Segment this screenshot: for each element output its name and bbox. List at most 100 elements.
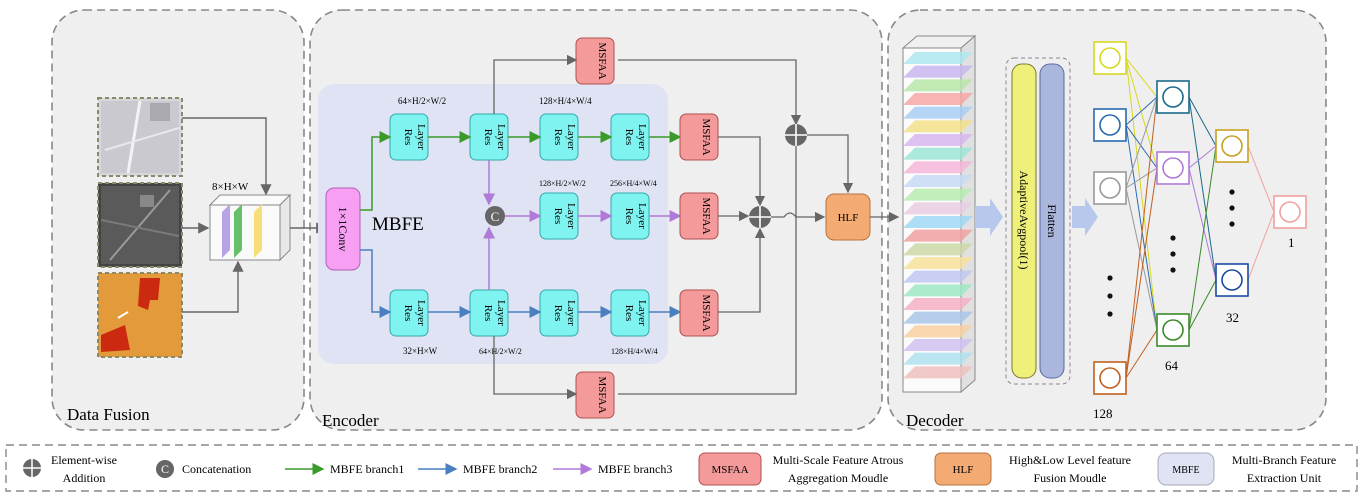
msfaa-block: MSFAA (679, 289, 719, 337)
legend-branch2: MBFE branch2 (418, 462, 537, 476)
conv-1x1-label: 1×1Conv (336, 207, 350, 252)
layer-label: Layer (495, 300, 507, 326)
decoder-arrow-1 (975, 198, 1003, 236)
svg-text:MBFE branch1: MBFE branch1 (330, 462, 404, 476)
res-label: Res (623, 305, 635, 322)
fc-size-128: 128 (1093, 406, 1113, 421)
ellipsis-dot (1229, 221, 1235, 227)
fc-neuron (1156, 80, 1190, 114)
dim-128-h2-w2-mid: 128×H/2×W/2 (539, 179, 586, 188)
fusion-stack (208, 193, 292, 262)
ellipsis-dot (1107, 275, 1113, 281)
svg-text:Multi-Branch Feature: Multi-Branch Feature (1232, 453, 1336, 467)
ellipsis-dot (1170, 267, 1176, 273)
svg-text:High&Low Level feature: High&Low Level feature (1009, 453, 1131, 467)
flatten-block (1039, 63, 1065, 379)
legend-hlf: HLF High&Low Level feature Fusion Moudle (934, 452, 1131, 486)
layer-label: Layer (636, 300, 648, 326)
res-label: Res (402, 129, 414, 146)
add-node-skip (785, 124, 807, 146)
decoder-panel (887, 9, 1327, 431)
data-fusion-title: Data Fusion (67, 405, 150, 424)
adaptive-avgpool-label: AdaptiveAvgpool(1) (1017, 170, 1031, 269)
svg-text:MBFE branch2: MBFE branch2 (463, 462, 537, 476)
adaptive-avgpool-block (1011, 63, 1037, 379)
res-label: Res (402, 305, 414, 322)
stack-dim-label: 8×H×W (212, 181, 249, 193)
svg-text:HLF: HLF (953, 464, 974, 476)
legend-branch3: MBFE branch3 (553, 462, 672, 476)
fc-neuron (1093, 41, 1127, 75)
res-label: Res (482, 129, 494, 146)
input-image-1 (97, 97, 183, 177)
svg-text:MBFE: MBFE (1172, 465, 1199, 476)
svg-text:MSFAA: MSFAA (711, 464, 748, 476)
feature-map-stack (901, 34, 977, 394)
msfaa-label: MSFAA (700, 118, 712, 155)
pool-flatten-group (1005, 57, 1071, 385)
res-label: Res (623, 208, 635, 225)
ellipsis-dot (1229, 189, 1235, 195)
ellipsis-dot (1170, 235, 1176, 241)
dim-32-h-w: 32×H×W (403, 346, 438, 356)
input-image-2 (97, 182, 183, 268)
msfaa-label: MSFAA (596, 376, 608, 413)
layer-label: Layer (636, 124, 648, 150)
svg-text:Extraction Unit: Extraction Unit (1247, 471, 1322, 485)
fc-neuron (1156, 151, 1190, 185)
ellipsis-dot (1170, 251, 1176, 257)
layer-label: Layer (636, 203, 648, 229)
svg-text:Concatenation: Concatenation (182, 462, 251, 476)
svg-text:C: C (161, 462, 169, 476)
fc-neuron (1093, 171, 1127, 205)
layer-label: Layer (495, 124, 507, 150)
layer-label: Layer (565, 300, 577, 326)
fc-neuron (1156, 313, 1190, 347)
dim-256-h4-w4-mid: 256×H/4×W/4 (610, 179, 657, 188)
layer-label: Layer (565, 203, 577, 229)
layer-label: Layer (565, 124, 577, 150)
msfaa-block: MSFAA (679, 192, 719, 240)
fc-neuron (1093, 361, 1127, 395)
msfaa-label: MSFAA (700, 197, 712, 234)
dim-64-h2-w2-bottom: 64×H/2×W/2 (479, 347, 522, 356)
msfaa-block: MSFAA (679, 113, 719, 161)
msfaa-label: MSFAA (700, 294, 712, 331)
msfaa-block: MSFAA (575, 371, 615, 419)
svg-text:Fusion Moudle: Fusion Moudle (1033, 471, 1106, 485)
fc-size-1: 1 (1288, 235, 1295, 250)
ellipsis-dot (1229, 205, 1235, 211)
res-label: Res (552, 129, 564, 146)
svg-text:MBFE branch3: MBFE branch3 (598, 462, 672, 476)
dim-128-h4-w4-bottom: 128×H/4×W/4 (611, 347, 658, 356)
msfaa-block: MSFAA (575, 37, 615, 85)
mbfe-label: MBFE (372, 214, 424, 235)
legend-mbfe: MBFE Multi-Branch Feature Extraction Uni… (1157, 452, 1336, 486)
ellipsis-dot (1107, 311, 1113, 317)
layer-label: Layer (415, 124, 427, 150)
fc-neuron (1215, 263, 1249, 297)
fc-size-32: 32 (1226, 310, 1239, 325)
encoder-title: Encoder (322, 411, 379, 430)
res-label: Res (482, 305, 494, 322)
svg-text:Addition: Addition (63, 471, 106, 485)
legend-concat: C Concatenation (156, 460, 251, 478)
fully-connected-network (1093, 41, 1307, 395)
legend-branch1: MBFE branch1 (285, 462, 404, 476)
input-image-3 (97, 272, 183, 358)
fc-neuron (1215, 129, 1249, 163)
concat-node: C (485, 206, 505, 226)
dim-128-h4-w4-top: 128×H/4×W/4 (539, 96, 592, 106)
res-label: Res (623, 129, 635, 146)
fc-neuron (1093, 108, 1127, 142)
flatten-label: Flatten (1045, 204, 1059, 237)
